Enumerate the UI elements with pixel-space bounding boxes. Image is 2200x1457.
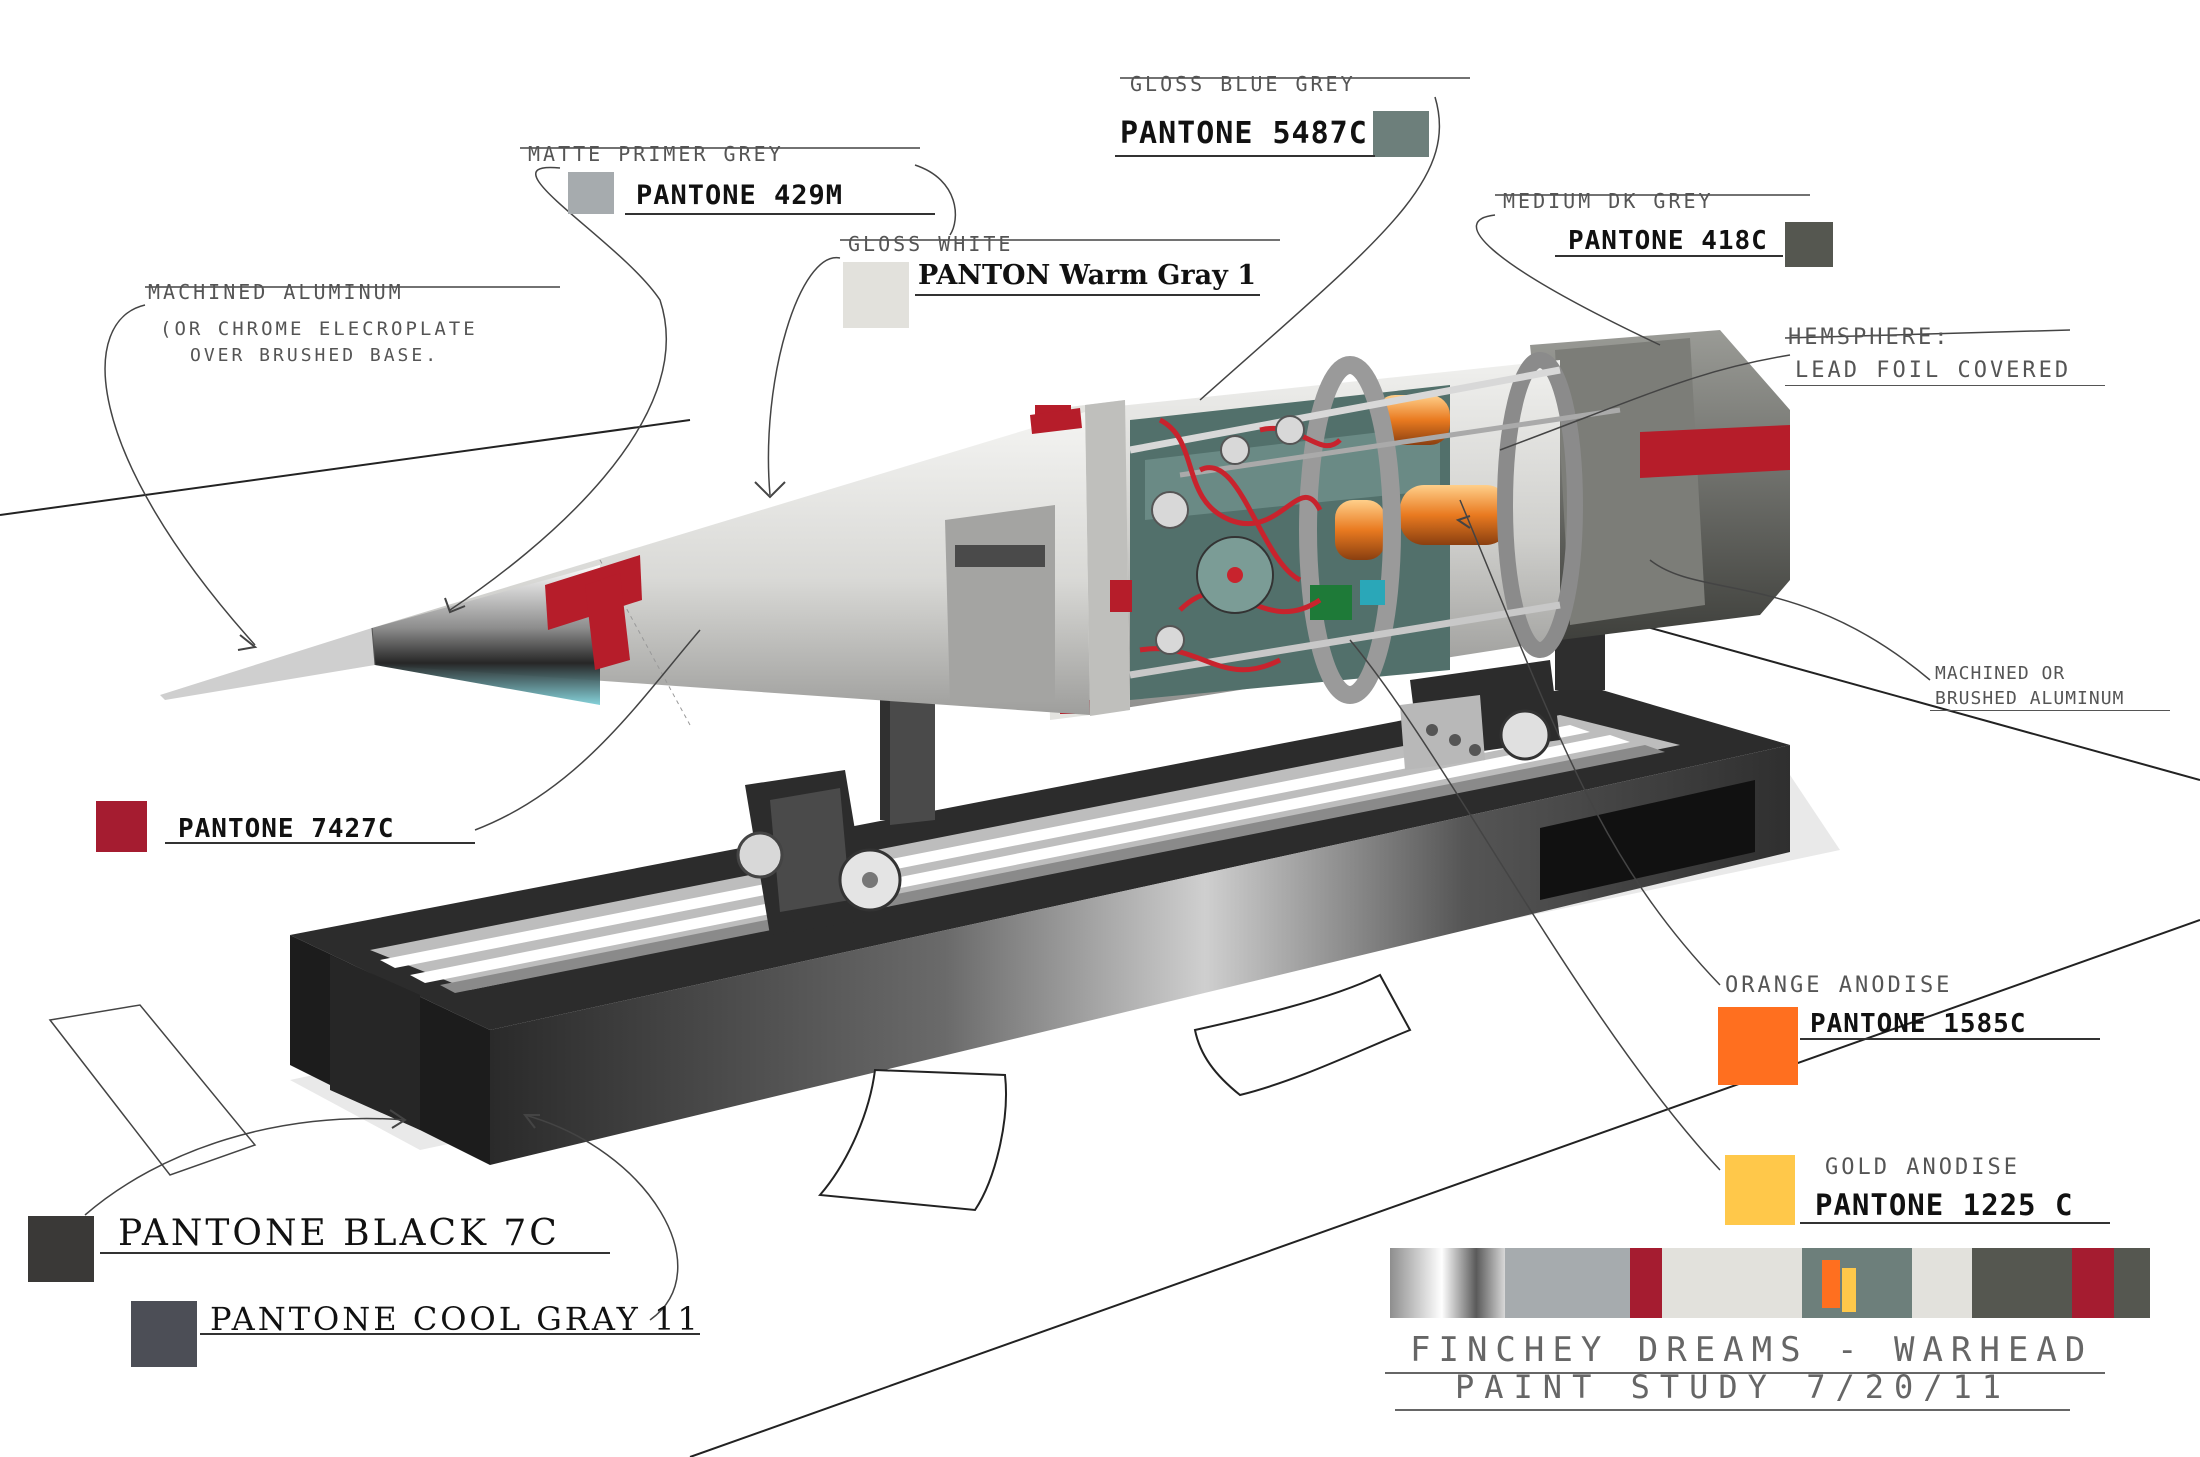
swatch-black (28, 1216, 94, 1282)
label-hemisphere: HEMSPHERE: (1788, 325, 1951, 350)
sheet-title: FINCHEY DREAMS - WARHEAD (1410, 1330, 2094, 1370)
note-chrome-electroplate: (OR CHROME ELECROPLATE (160, 318, 478, 340)
palette-blue-grey (1802, 1248, 1912, 1318)
code-pantone-1225c: PANTONE 1225 C (1815, 1188, 2074, 1222)
base-stand (290, 685, 1790, 1165)
code-pantone-1585c: PANTONE 1585C (1810, 1009, 2027, 1039)
palette-chrome (1390, 1248, 1505, 1318)
code-pantone-5487c: PANTONE 5487C (1120, 116, 1368, 151)
code-panton-warm-gray-1: PANTON Warm Gray 1 (918, 260, 1256, 291)
code-pantone-418c: PANTONE 418C (1568, 226, 1768, 256)
label-matte-primer-grey: MATTE PRIMER GREY (528, 142, 784, 166)
palette-red (1630, 1248, 1662, 1318)
palette-orange-accent (1822, 1260, 1840, 1308)
swatch-gold-anodise (1725, 1155, 1795, 1225)
palette-white-2 (1912, 1248, 1972, 1318)
label-machined-or: MACHINED OR (1935, 663, 2066, 684)
label-medium-dk-grey: MEDIUM DK GREY (1503, 189, 1714, 213)
palette-dk-grey-2 (2114, 1248, 2150, 1318)
label-machined-aluminum: MACHINED ALUMINUM (148, 280, 404, 304)
sheet-subtitle: PAINT STUDY 7/20/11 (1455, 1368, 2012, 1406)
palette-dk-grey (1972, 1248, 2072, 1318)
swatch-orange-anodise (1718, 1007, 1798, 1085)
palette-red-2 (2072, 1248, 2114, 1318)
leader-lines (84, 77, 2071, 1321)
palette-white (1662, 1248, 1802, 1318)
label-lead-foil-covered: LEAD FOIL COVERED (1795, 358, 2072, 383)
label-gloss-blue-grey: GLOSS BLUE GREY (1130, 72, 1356, 96)
warhead-body (1035, 352, 1621, 720)
paper-scraps (48, 973, 1412, 1212)
swatch-gloss-blue-grey (1373, 111, 1429, 157)
palette-strip (1390, 1248, 2150, 1318)
code-pantone-7427c: PANTONE 7427C (178, 814, 395, 844)
palette-gold-accent (1842, 1268, 1856, 1312)
label-gloss-white: GLOSS WHITE (848, 232, 1014, 256)
label-orange-anodise: ORANGE ANODISE (1725, 973, 1953, 998)
label-brushed-aluminum: BRUSHED ALUMINUM (1935, 688, 2125, 709)
swatch-matte-primer-grey (568, 172, 614, 214)
palette-primer-grey (1505, 1248, 1630, 1318)
swatch-cool-gray-11 (131, 1301, 197, 1367)
swatch-red (96, 801, 147, 852)
swatch-medium-dk-grey (1785, 222, 1833, 267)
code-pantone-cool-gray-11: PANTONE COOL GRAY 11 (210, 1300, 701, 1338)
rear-hemisphere-cap (1530, 330, 1790, 640)
nose-cone (160, 408, 1090, 726)
code-pantone-black-7c: PANTONE BLACK 7C (118, 1213, 560, 1254)
label-gold-anodise: GOLD ANODISE (1825, 1155, 2020, 1180)
note-brushed-base: OVER BRUSHED BASE. (190, 345, 440, 366)
swatch-gloss-white (843, 262, 909, 328)
code-pantone-429m: PANTONE 429M (636, 180, 844, 211)
